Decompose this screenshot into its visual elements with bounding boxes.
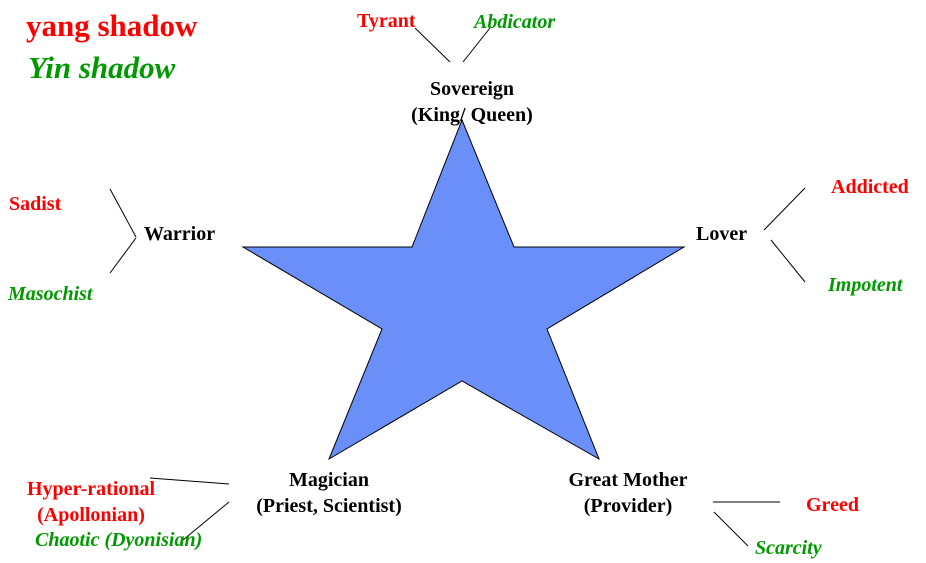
connector-impotent bbox=[770, 239, 806, 283]
archetype-sovereign: Sovereign (King/ Queen) bbox=[392, 76, 552, 128]
shadow-scarcity: Scarcity bbox=[755, 537, 822, 559]
shadow-greed: Greed bbox=[806, 494, 859, 516]
shadow-chaotic: Chaotic (Dyonisian) bbox=[35, 529, 203, 551]
shadow-hyper-rational-title: Hyper-rational bbox=[26, 478, 156, 500]
connector-tyrant bbox=[414, 27, 451, 63]
archetype-magician: Magician (Priest, Scientist) bbox=[226, 467, 432, 519]
shadow-impotent: Impotent bbox=[828, 274, 903, 296]
shadow-abdicator: Abdicator bbox=[474, 11, 556, 33]
shadow-hyper-rational-subtitle: (Apollonian) bbox=[37, 504, 145, 526]
archetype-sovereign-subtitle: (King/ Queen) bbox=[411, 104, 533, 126]
shadow-sadist: Sadist bbox=[9, 193, 62, 215]
connector-chaotic bbox=[182, 501, 230, 541]
archetype-great-mother-subtitle: (Provider) bbox=[583, 495, 673, 517]
connector-sadist bbox=[109, 188, 137, 238]
shadow-masochist: Masochist bbox=[8, 283, 93, 305]
connector-scarcity bbox=[713, 511, 749, 547]
legend-yang-shadow: yang shadow bbox=[26, 8, 198, 43]
archetype-great-mother: Great Mother (Provider) bbox=[545, 467, 711, 519]
shadow-tyrant: Tyrant bbox=[357, 10, 416, 32]
archetype-magician-subtitle: (Priest, Scientist) bbox=[256, 495, 402, 517]
archetype-sovereign-title: Sovereign bbox=[429, 78, 515, 100]
connector-hyper-rational bbox=[149, 477, 230, 485]
connector-abdicator bbox=[462, 27, 491, 63]
archetype-warrior: Warrior bbox=[144, 223, 216, 245]
connector-lines bbox=[109, 27, 806, 547]
archetype-magician-title: Magician bbox=[289, 469, 369, 491]
archetype-great-mother-title: Great Mother bbox=[568, 469, 688, 491]
legend-yin-shadow: Yin shadow bbox=[28, 50, 176, 85]
shadow-addicted: Addicted bbox=[831, 176, 909, 198]
shadow-hyper-rational: Hyper-rational (Apollonian) bbox=[17, 476, 165, 528]
archetype-lover: Lover bbox=[696, 223, 748, 245]
connector-masochist bbox=[109, 237, 137, 274]
central-star bbox=[241, 118, 686, 461]
connector-addicted bbox=[763, 187, 806, 231]
